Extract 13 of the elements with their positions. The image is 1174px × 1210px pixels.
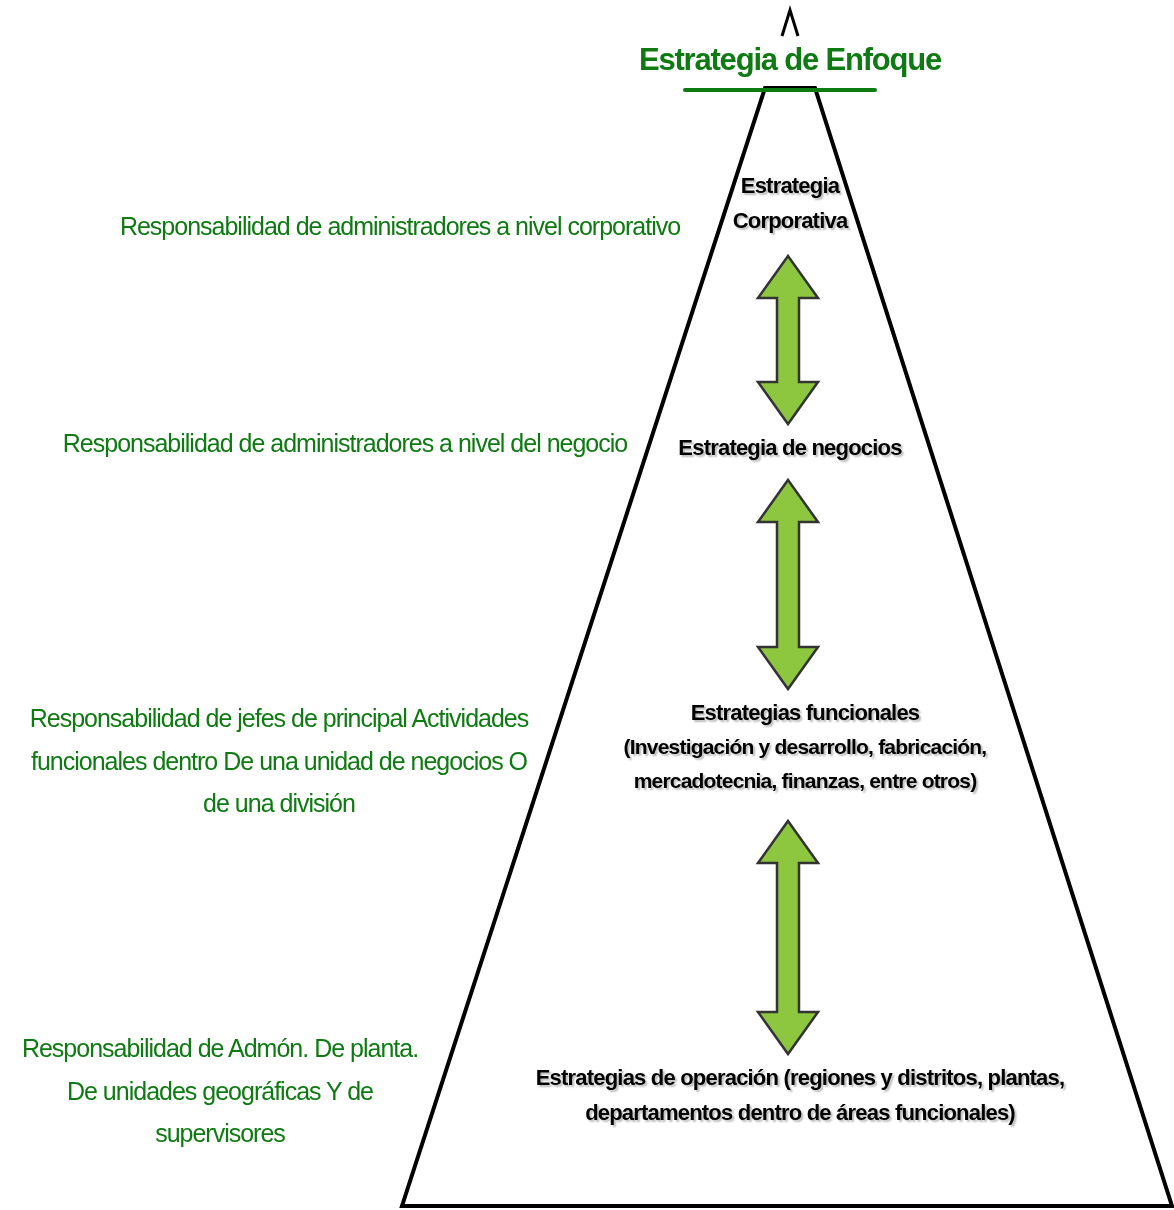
level-title: Estrategia Corporativa bbox=[731, 172, 849, 236]
level-heading: Estrategias funcionales bbox=[689, 699, 921, 727]
responsibility-note: Responsabilidad de administradores a nivel corporativo bbox=[118, 211, 682, 242]
responsibility-note: Responsabilidad de jefes de principal Actividades funcionales dentro De una unidad de negocios O de una división bbox=[28, 703, 530, 819]
responsibility-note: Responsabilidad de Admón. De planta. De unidades geográficas Y de supervisores bbox=[20, 1033, 420, 1149]
double-arrow bbox=[755, 477, 821, 692]
double-arrow bbox=[755, 253, 821, 427]
pyramid-title: Estrategia de Enfoque bbox=[637, 42, 943, 78]
level-title: Estrategia de negocios bbox=[677, 434, 903, 462]
level-description: (Investigación y desarrollo, fabricación, mercadotecnia, finanzas, entre otros) bbox=[622, 734, 988, 794]
responsibility-note: Responsabilidad de administradores a nivel del negocio bbox=[61, 428, 629, 459]
double-arrow bbox=[755, 818, 821, 1057]
level-title: Estrategias de operación (regiones y distritos, plantas, departamentos dentro de áreas funcionales) bbox=[534, 1064, 1066, 1128]
